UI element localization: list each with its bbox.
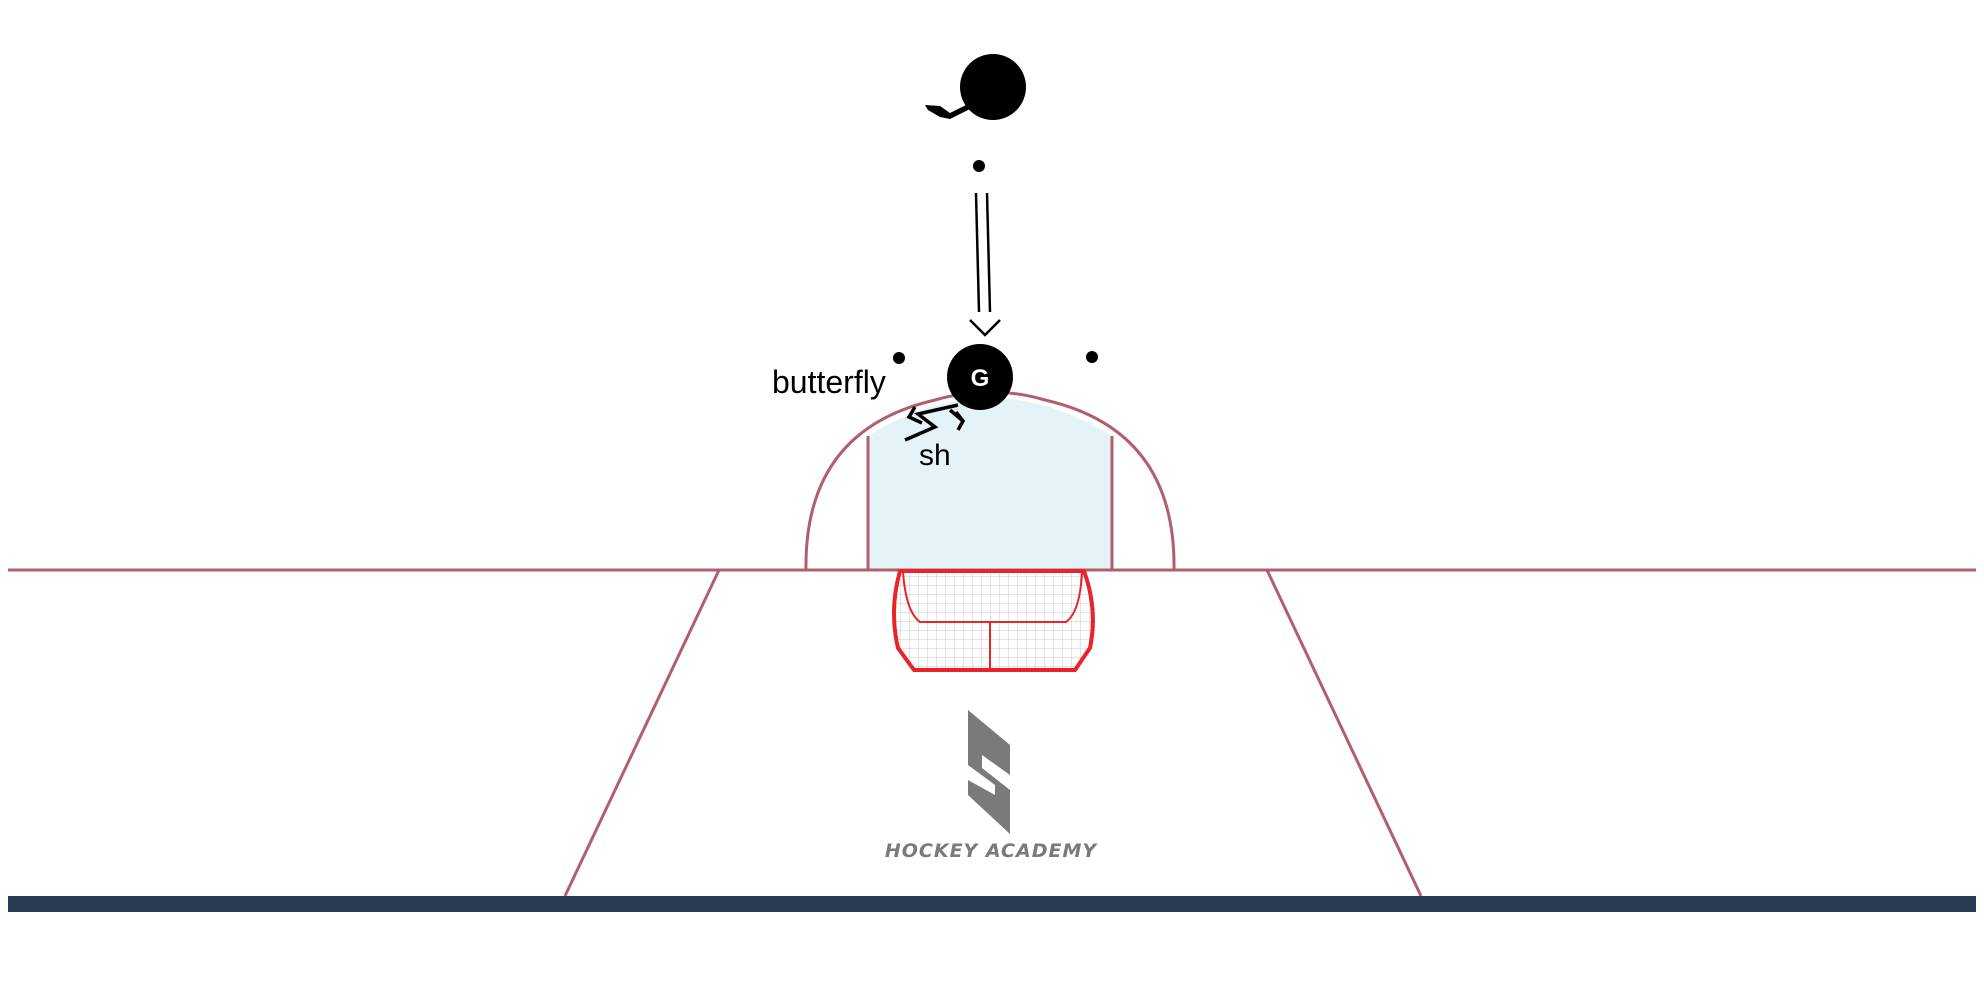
double-line-arrow-icon	[969, 192, 1001, 337]
left-post-dot	[893, 352, 905, 364]
move-label: sh	[919, 439, 951, 472]
player-with-stick-icon	[925, 54, 1026, 120]
boards	[8, 896, 1976, 912]
trapezoid-right-line	[1265, 569, 1423, 897]
logo-text: HOCKEY ACADEMY	[885, 840, 1098, 862]
goalie-marker-label: G	[971, 365, 990, 392]
puck-dot	[973, 160, 985, 172]
net-frame	[891, 569, 1095, 672]
trapezoid-left-line	[563, 569, 721, 897]
academy-logo: HOCKEY ACADEMY	[885, 710, 1098, 862]
academy-logo-icon	[968, 710, 1010, 834]
technique-label: butterfly	[772, 364, 886, 400]
net-inner-frame	[902, 571, 1083, 623]
goal-crease	[804, 390, 1176, 571]
goal-net	[891, 569, 1095, 672]
goalie-icon: G	[947, 344, 1013, 410]
right-post-dot	[1086, 351, 1098, 363]
crease-fill	[868, 398, 1112, 570]
zigzag-arrow-icon	[904, 403, 966, 442]
